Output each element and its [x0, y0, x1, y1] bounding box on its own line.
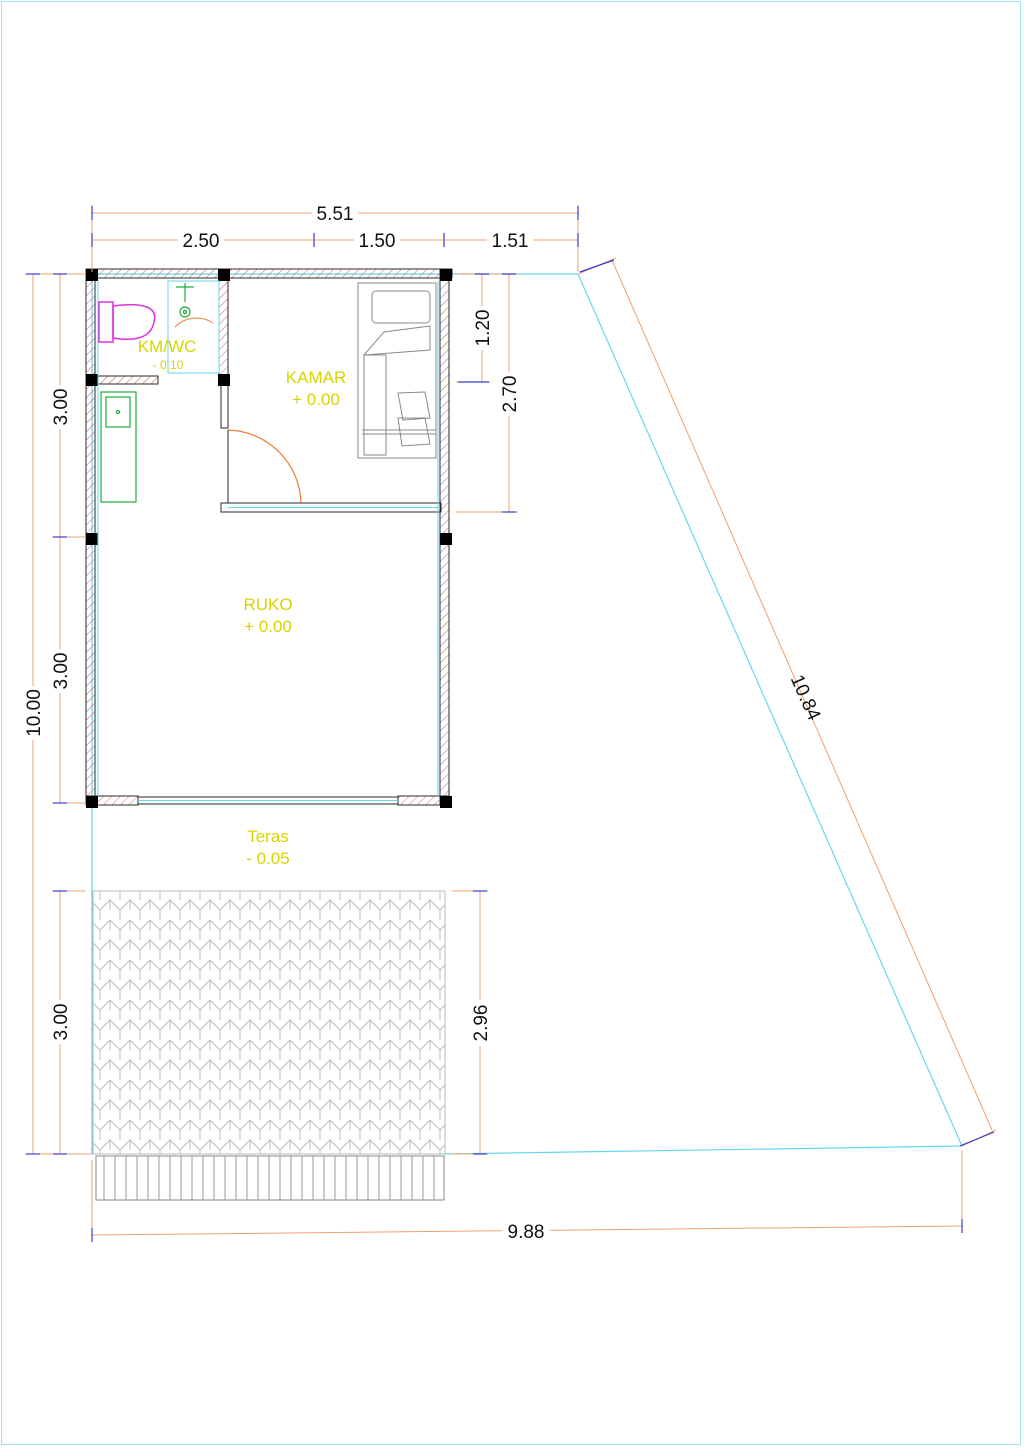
room-kmwc-name: KM/WC — [138, 337, 197, 356]
dim-diagonal: 10.84 — [786, 672, 825, 724]
walls — [85, 268, 453, 808]
dim-left-seg-3: 3.00 — [51, 1004, 72, 1041]
dim-yard-depth: 2.96 — [471, 1005, 492, 1042]
dim-top-total: 5.51 — [317, 204, 354, 225]
shower-enclosure — [167, 280, 220, 374]
door-swing-icon — [174, 317, 214, 328]
toilet-icon — [98, 301, 156, 343]
door-swing-icon — [227, 429, 302, 504]
dim-top-seg-3: 1.51 — [492, 231, 529, 252]
dim-top-seg-2: 1.50 — [359, 231, 396, 252]
room-kamar-name: KAMAR — [286, 368, 346, 387]
dim-right-bedroom-1: 1.20 — [473, 310, 494, 347]
herringbone-paving — [92, 890, 446, 1155]
room-kamar-level: + 0.00 — [292, 390, 340, 409]
fence — [95, 1155, 445, 1201]
bed-icon — [357, 282, 437, 459]
dim-left-seg-1: 3.00 — [51, 389, 72, 426]
room-teras-level: - 0.05 — [246, 849, 289, 868]
room-ruko-level: + 0.00 — [244, 617, 292, 636]
shower-icon — [176, 283, 194, 318]
room-teras-name: Teras — [247, 827, 289, 846]
dim-left-total: 10.00 — [24, 689, 45, 737]
dim-right-bedroom-2: 2.70 — [500, 376, 521, 413]
dim-left-seg-2: 3.00 — [51, 653, 72, 690]
room-kmwc-level: - 0.10 — [153, 358, 184, 372]
room-ruko-name: RUKO — [243, 595, 292, 614]
dim-bottom-total: 9.88 — [508, 1222, 545, 1243]
sink-counter-icon — [100, 391, 137, 503]
dimension-ticks — [26, 206, 995, 1242]
dim-top-seg-1: 2.50 — [183, 231, 220, 252]
